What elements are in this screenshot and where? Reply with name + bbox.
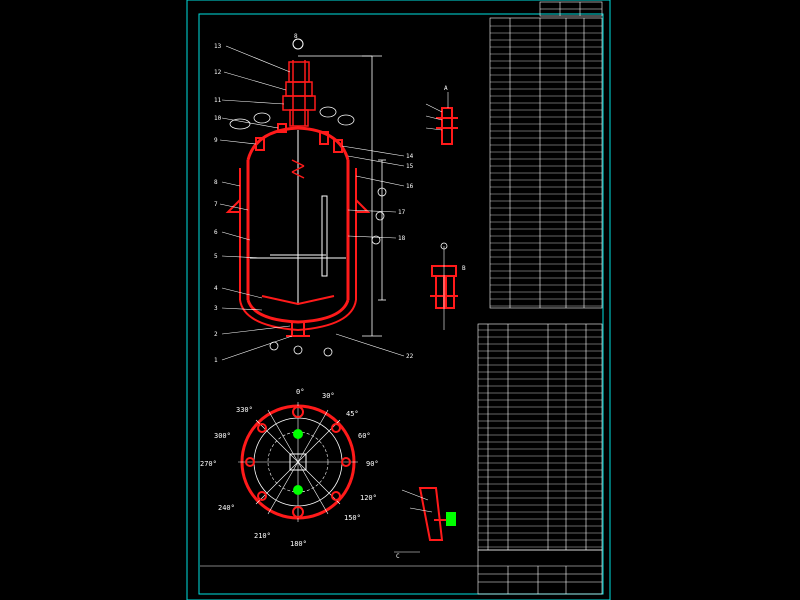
callout-15: 15 <box>406 163 414 170</box>
angle-60: 60° <box>358 432 371 440</box>
callout-11: 11 <box>214 97 222 104</box>
angle-210: 210° <box>254 532 271 540</box>
right-callouts: 14 15 16 17 18 22 <box>398 153 414 360</box>
top-dimension-label: 8 <box>294 33 298 40</box>
agitator-drive <box>282 60 316 127</box>
drawing-number-block <box>539 1 603 17</box>
left-leaders <box>219 45 293 361</box>
spec-table-rows <box>490 25 602 307</box>
drive-top-marker <box>292 38 304 50</box>
callout-10: 10 <box>214 115 222 122</box>
balloon-markers <box>229 106 387 357</box>
technical-spec-table <box>489 17 603 309</box>
spiral-coil <box>291 159 305 179</box>
callout-5: 5 <box>214 253 218 260</box>
bottom-outlet <box>286 321 310 337</box>
reactor-plan-view: 0° 30° 45° 60° 90° 120° 150° 180° 210° 2… <box>200 388 379 548</box>
callout-13: 13 <box>214 43 222 50</box>
callout-18: 18 <box>398 235 406 242</box>
plan-nozzles <box>245 406 351 518</box>
angle-labels: 0° 30° 45° 60° 90° 120° 150° 180° 210° 2… <box>200 388 379 548</box>
callout-4: 4 <box>214 285 218 292</box>
angle-150: 150° <box>344 514 361 522</box>
detail-a-label: A <box>444 85 448 92</box>
callout-14: 14 <box>406 153 414 160</box>
plan-green-nozzles <box>293 429 303 495</box>
callout-12: 12 <box>214 69 222 76</box>
angle-45: 45° <box>346 410 359 418</box>
detail-b: B <box>430 242 466 330</box>
angle-90: 90° <box>366 460 379 468</box>
callout-16: 16 <box>406 183 414 190</box>
callout-3: 3 <box>214 305 218 312</box>
angle-270: 270° <box>200 460 217 468</box>
baffle <box>321 195 328 277</box>
callout-9: 9 <box>214 137 218 144</box>
angle-300: 300° <box>214 432 231 440</box>
support-lugs <box>225 199 371 213</box>
vessel-shell <box>246 160 350 300</box>
detail-a: A <box>425 85 458 145</box>
callout-8: 8 <box>214 179 218 186</box>
dimension-lines <box>298 55 386 337</box>
left-callouts: 13 12 11 10 9 8 7 6 5 4 3 2 1 <box>214 43 222 364</box>
radial-lines <box>238 402 358 522</box>
callout-2: 2 <box>214 331 218 338</box>
angle-0: 0° <box>296 388 304 396</box>
agitator-shaft <box>250 130 346 305</box>
angle-240: 240° <box>218 504 235 512</box>
callout-17: 17 <box>398 209 406 216</box>
right-leaders <box>335 145 405 357</box>
callout-7: 7 <box>214 201 218 208</box>
jacket-shell <box>239 168 357 332</box>
angle-30: 30° <box>322 392 335 400</box>
callout-1: 1 <box>214 357 218 364</box>
callout-22: 22 <box>406 353 414 360</box>
angle-120: 120° <box>360 494 377 502</box>
callout-6: 6 <box>214 229 218 236</box>
sheet-frame <box>186 0 611 600</box>
angle-180: 180° <box>290 540 307 548</box>
angle-330: 330° <box>236 406 253 414</box>
anchor-impeller <box>261 295 335 306</box>
detail-c: C <box>394 487 456 560</box>
detail-c-label: C <box>396 553 400 560</box>
title-block <box>200 549 603 595</box>
detail-b-label: B <box>462 265 466 272</box>
reactor-section-view: 13 12 11 10 9 8 7 6 5 4 3 2 1 14 15 16 <box>214 33 414 364</box>
parts-list-rows <box>478 329 602 548</box>
agitator-hub <box>289 453 307 471</box>
